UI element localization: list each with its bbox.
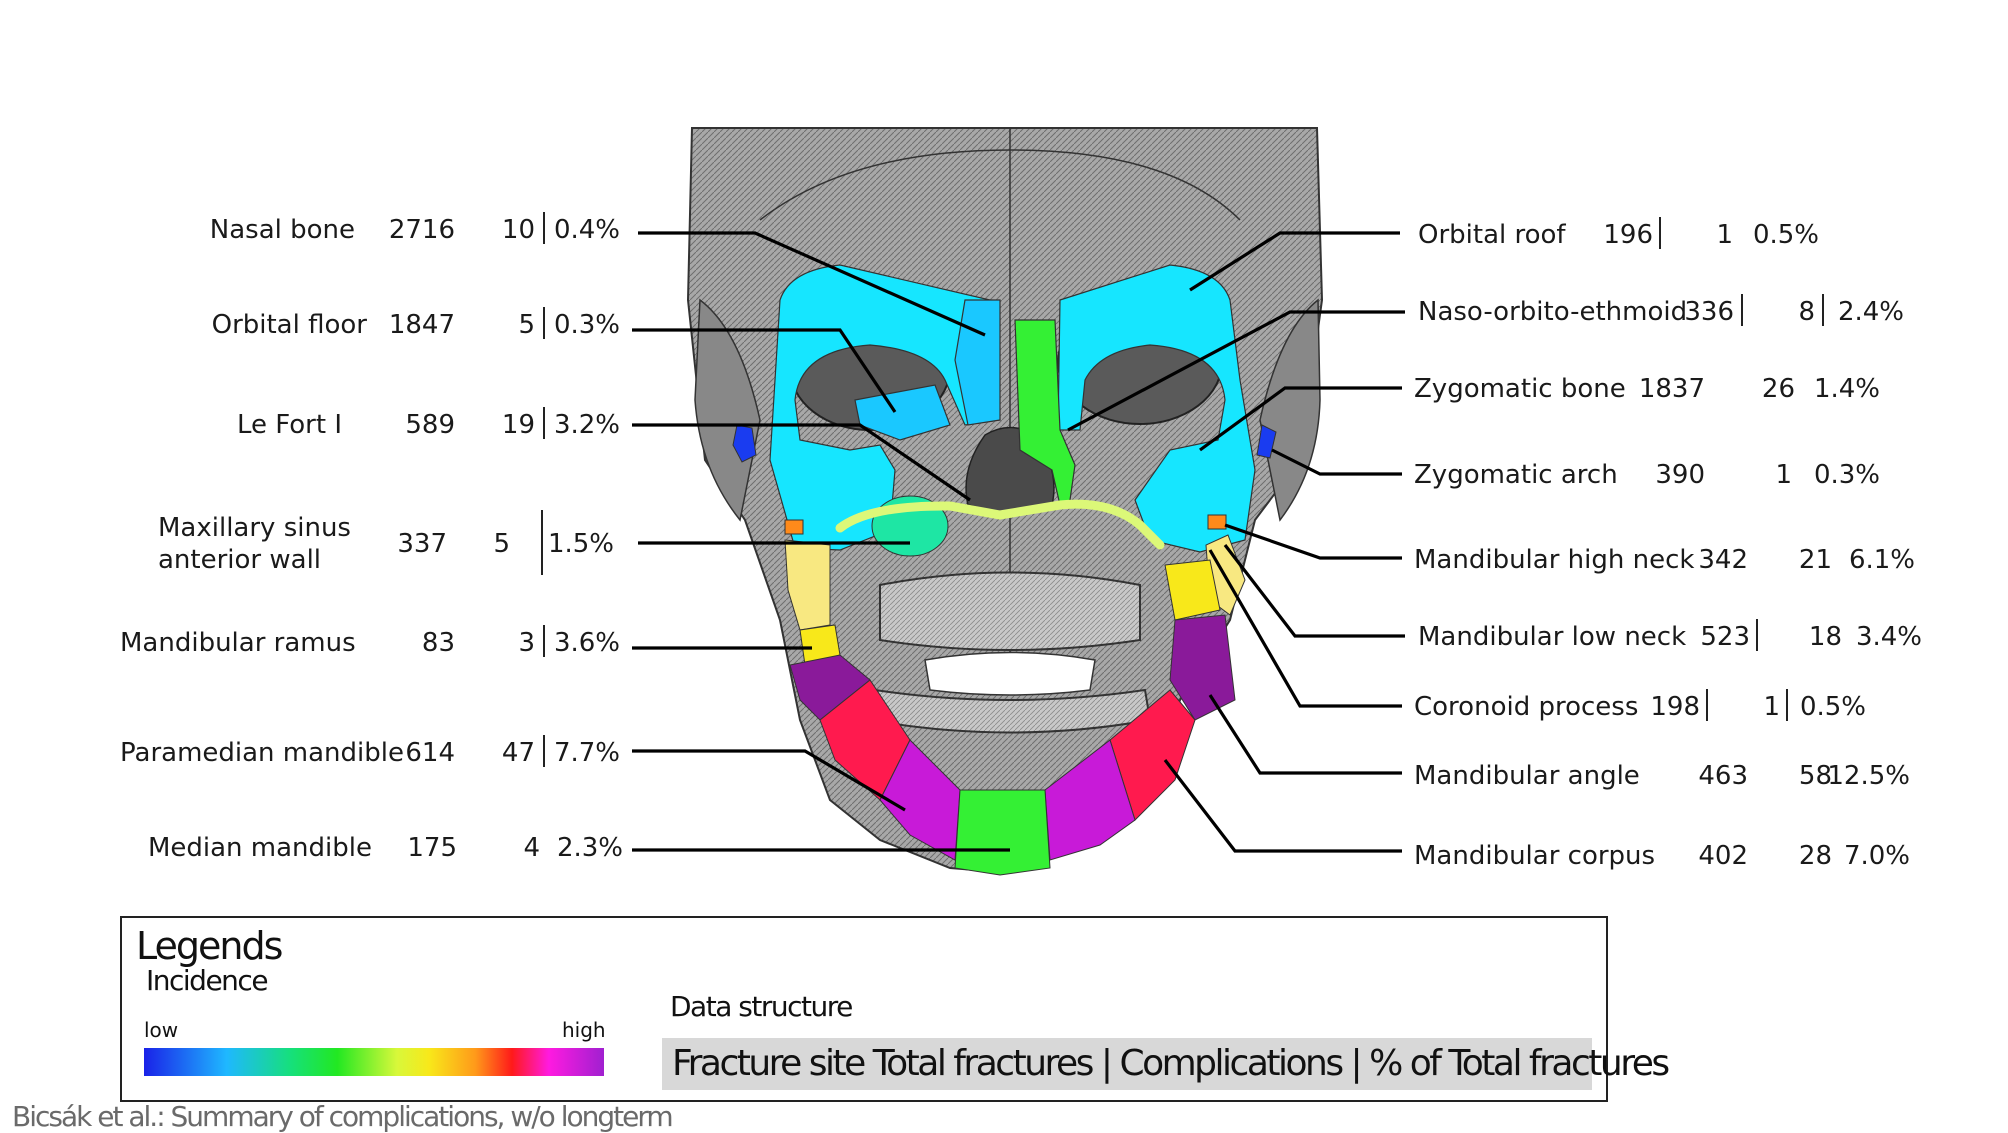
percent-value: 1.5%: [548, 529, 614, 559]
label-row-paramedian-mandible: Paramedian mandible 614 47 7.7%: [120, 735, 620, 768]
percent-value: 2.4%: [1838, 297, 1904, 327]
complications-value: 1: [1775, 460, 1792, 490]
label-row-mandibular-corpus: Mandibular corpus 402 28 7.0%: [1414, 841, 1910, 871]
complications-value: 1: [1763, 692, 1780, 722]
fracture-regions: [732, 264, 1277, 876]
site-label: Paramedian mandible: [120, 738, 404, 768]
label-row-mandibular-high-neck: Mandibular high neck 342 21 6.1%: [1414, 545, 1915, 575]
total-value: 614: [405, 738, 455, 768]
label-row-coronoid-process: Coronoid process 198 1 0.5%: [1414, 689, 1866, 722]
percent-value: 0.5%: [1800, 692, 1866, 722]
complications-value: 21: [1799, 545, 1832, 575]
label-row-nasal-bone: Nasal bone 2716 10 0.4%: [210, 212, 620, 245]
label-row-mandibular-angle: Mandibular angle 463 58 12.5%: [1414, 761, 1910, 791]
percent-value: 12.5%: [1827, 761, 1910, 791]
site-label: Orbital floor: [212, 310, 368, 340]
site-label: Mandibular angle: [1414, 761, 1640, 791]
site-label: Mandibular ramus: [120, 628, 356, 658]
complications-value: 1: [1716, 220, 1733, 250]
label-row-orbital-floor: Orbital floor 1847 5 0.3%: [212, 307, 620, 340]
complications-value: 19: [502, 410, 535, 440]
percent-value: 0.3%: [554, 310, 620, 340]
percent-value: 2.3%: [557, 833, 623, 863]
label-row-median-mandible: Median mandible 175 4 2.3%: [148, 833, 623, 863]
legend-subtitle: Incidence: [146, 964, 269, 997]
complications-value: 58: [1799, 761, 1832, 791]
complications-value: 28: [1799, 841, 1832, 871]
percent-value: 3.6%: [554, 628, 620, 658]
label-row-le-fort-i: Le Fort I 589 19 3.2%: [237, 407, 620, 440]
data-structure-title: Data structure: [670, 990, 853, 1023]
complications-value: 5: [493, 529, 510, 559]
total-value: 2716: [389, 215, 455, 245]
total-value: 196: [1603, 220, 1653, 250]
right-labels: Orbital roof 196 1 0.5% Naso-orbito-ethm…: [1414, 217, 1922, 871]
total-value: 175: [407, 833, 457, 863]
total-value: 337: [397, 529, 447, 559]
site-label-line1: Maxillary sinus: [158, 513, 351, 543]
total-value: 402: [1698, 841, 1748, 871]
complications-value: 26: [1762, 374, 1795, 404]
complications-value: 3: [518, 628, 535, 658]
total-value: 336: [1684, 297, 1734, 327]
legend-title: Legends: [136, 924, 283, 968]
citation: Bicsák et al.: Summary of complications,…: [12, 1100, 674, 1133]
total-value: 83: [422, 628, 455, 658]
incidence-color-scale: [144, 1048, 604, 1076]
total-value: 198: [1650, 692, 1700, 722]
complications-value: 5: [518, 310, 535, 340]
total-value: 390: [1655, 460, 1705, 490]
site-label: Zygomatic bone: [1414, 374, 1626, 404]
data-structure-bar: Fracture site Total fractures | Complica…: [662, 1038, 1670, 1090]
total-value: 589: [405, 410, 455, 440]
percent-value: 0.4%: [554, 215, 620, 245]
site-label: Nasal bone: [210, 215, 355, 245]
site-label: Mandibular corpus: [1414, 841, 1655, 871]
complications-value: 10: [502, 215, 535, 245]
complications-value: 8: [1798, 297, 1815, 327]
complications-value: 4: [523, 833, 540, 863]
percent-value: 0.3%: [1814, 460, 1880, 490]
label-row-zygomatic-arch: Zygomatic arch 390 1 0.3%: [1414, 460, 1880, 490]
site-label-line2: anterior wall: [158, 545, 321, 575]
complications-value: 18: [1809, 622, 1842, 652]
percent-value: 3.2%: [554, 410, 620, 440]
label-row-mandibular-ramus: Mandibular ramus 83 3 3.6%: [120, 625, 620, 658]
left-labels: Nasal bone 2716 10 0.4% Orbital floor 18…: [120, 212, 623, 863]
leader-lines: [632, 231, 1405, 853]
percent-value: 7.7%: [554, 738, 620, 768]
percent-value: 6.1%: [1849, 545, 1915, 575]
percent-value: 7.0%: [1844, 841, 1910, 871]
percent-value: 3.4%: [1856, 622, 1922, 652]
site-label: Median mandible: [148, 833, 372, 863]
complications-value: 47: [502, 738, 535, 768]
site-label: Mandibular low neck: [1418, 622, 1686, 652]
total-value: 1847: [389, 310, 455, 340]
scale-high-label: high: [562, 1018, 606, 1042]
percent-value: 0.5%: [1753, 220, 1819, 250]
site-label: Zygomatic arch: [1414, 460, 1618, 490]
site-label: Mandibular high neck: [1414, 545, 1694, 575]
total-value: 1837: [1639, 374, 1705, 404]
legend-box: Legends Incidence low high Data structur…: [120, 916, 1670, 1102]
site-label: Naso-orbito-ethmoid: [1418, 297, 1687, 327]
site-label: Orbital roof: [1418, 220, 1566, 250]
label-row-mandibular-low-neck: Mandibular low neck 523 18 3.4%: [1418, 619, 1922, 652]
percent-value: 1.4%: [1814, 374, 1880, 404]
total-value: 463: [1698, 761, 1748, 791]
label-row-maxillary-sinus: Maxillary sinus anterior wall 337 5 1.5%: [158, 510, 614, 575]
site-label: Le Fort I: [237, 410, 342, 440]
total-value: 523: [1700, 622, 1750, 652]
label-row-naso-orbito-ethmoid: Naso-orbito-ethmoid 336 8 2.4%: [1418, 294, 1904, 327]
site-label: Coronoid process: [1414, 692, 1638, 722]
scale-low-label: low: [144, 1018, 179, 1042]
label-row-orbital-roof: Orbital roof 196 1 0.5%: [1418, 217, 1819, 250]
label-row-zygomatic-bone: Zygomatic bone 1837 26 1.4%: [1414, 374, 1880, 404]
total-value: 342: [1698, 545, 1748, 575]
